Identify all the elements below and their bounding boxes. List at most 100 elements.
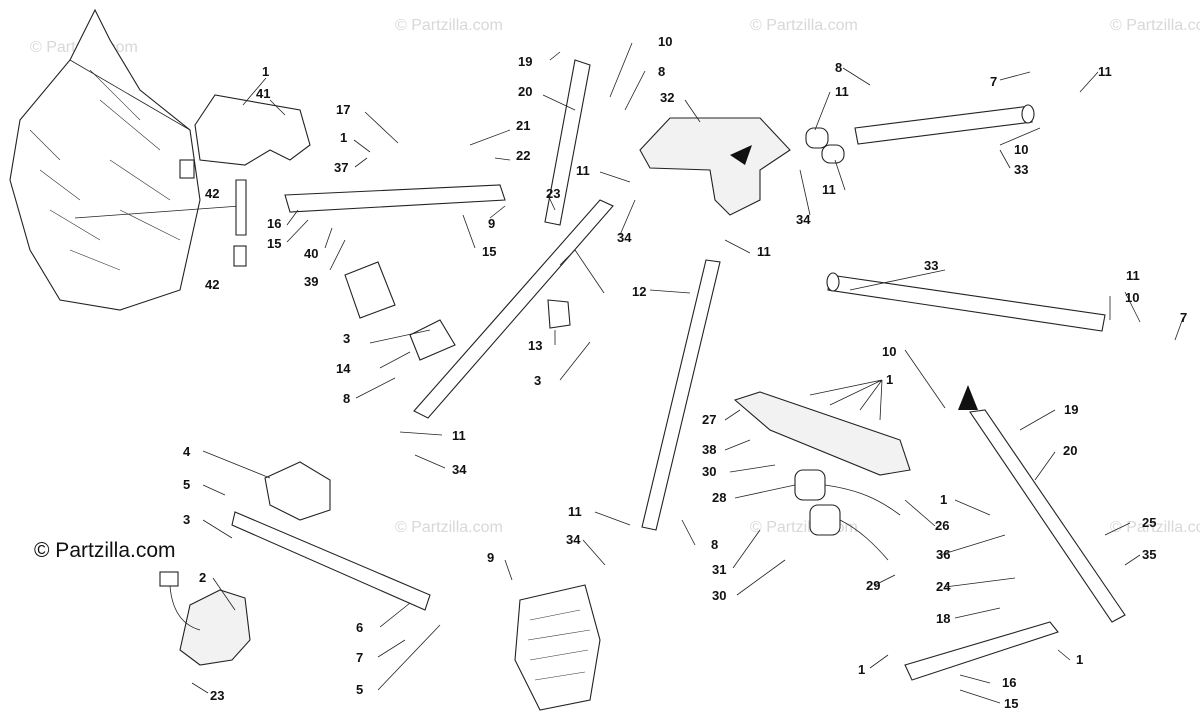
callout-23: 23 (546, 186, 560, 201)
watermark-text: © Partzilla.com (1110, 17, 1200, 34)
callout-4: 4 (183, 444, 191, 459)
bushing (805, 127, 829, 149)
callout-2: 2 (199, 570, 206, 585)
callout-10: 10 (1125, 290, 1139, 305)
mounting-clip (409, 319, 456, 361)
callout-28: 28 (712, 490, 726, 505)
callout-18: 18 (936, 611, 950, 626)
callout-42: 42 (205, 277, 219, 292)
callout-33: 33 (1014, 162, 1028, 177)
callout-1: 1 (886, 372, 893, 387)
callout-20: 20 (518, 84, 532, 99)
callout-19: 19 (1064, 402, 1078, 417)
bracket-42 (179, 159, 195, 179)
clamp-13 (547, 299, 571, 329)
parts-artwork (9, 8, 1126, 711)
lower-bracket-right (904, 621, 1059, 681)
support-arm (231, 511, 431, 611)
callout-10: 10 (658, 34, 672, 49)
callout-16: 16 (1002, 675, 1016, 690)
callout-7: 7 (990, 74, 997, 89)
callout-10: 10 (1014, 142, 1028, 157)
callout-1: 1 (340, 130, 347, 145)
watermark-text: © Partzilla.com (395, 519, 503, 536)
callout-8: 8 (658, 64, 665, 79)
callout-16: 16 (267, 216, 281, 231)
callout-11: 11 (757, 244, 771, 259)
callout-10: 10 (882, 344, 896, 359)
callout-7: 7 (356, 650, 363, 665)
callout-11: 11 (576, 163, 590, 178)
power-steering-motor (179, 589, 251, 666)
callout-5: 5 (183, 477, 190, 492)
coil-unit (794, 469, 826, 501)
callout-12: 12 (632, 284, 646, 299)
callout-25: 25 (1142, 515, 1156, 530)
upright-right (969, 409, 1126, 623)
callout-31: 31 (712, 562, 726, 577)
callout-13: 13 (528, 338, 542, 353)
callout-19: 19 (518, 54, 532, 69)
heat-shield (194, 94, 311, 166)
callout-20: 20 (1063, 443, 1077, 458)
callout-23: 23 (210, 688, 224, 703)
tie-rod-lower (827, 274, 1106, 332)
callout-1: 1 (1076, 652, 1083, 667)
callout-34: 34 (796, 212, 811, 227)
callout-15: 15 (267, 236, 281, 251)
callout-21: 21 (516, 118, 530, 133)
coil-unit-2 (809, 504, 841, 536)
callout-15: 15 (482, 244, 496, 259)
steering-housing (639, 117, 791, 216)
steering-tube-left (413, 199, 614, 419)
callout-11: 11 (568, 504, 582, 519)
callout-27: 27 (702, 412, 716, 427)
callout-42: 42 (205, 186, 219, 201)
leader-lines (191, 42, 1184, 704)
callout-30: 30 (702, 464, 716, 479)
arrow-marker-right (958, 385, 978, 410)
callout-3: 3 (343, 331, 350, 346)
callout-5: 5 (356, 682, 363, 697)
body-panel (9, 8, 201, 311)
callout-11: 11 (835, 84, 849, 99)
frame-section (514, 584, 601, 711)
callout-30: 30 (712, 588, 726, 603)
steering-tube-right (641, 259, 721, 531)
watermark-text: © Partzilla.com (750, 17, 858, 34)
callout-7: 7 (1180, 310, 1187, 325)
callout-34: 34 (452, 462, 467, 477)
callout-3: 3 (534, 373, 541, 388)
callout-6: 6 (356, 620, 363, 635)
callout-38: 38 (702, 442, 716, 457)
callout-11: 11 (452, 428, 466, 443)
callout-35: 35 (1142, 547, 1156, 562)
bracket-42b (233, 245, 247, 267)
callout-11: 11 (1126, 268, 1140, 283)
callout-37: 37 (334, 160, 348, 175)
callout-26: 26 (935, 518, 949, 533)
callout-40: 40 (304, 246, 318, 261)
callout-8: 8 (835, 60, 842, 75)
relay-pack (344, 261, 396, 319)
callout-11: 11 (822, 182, 836, 197)
watermark-text: © Partzilla.com (750, 519, 858, 536)
callout-3: 3 (183, 512, 190, 527)
harness-bracket (733, 391, 911, 476)
callout-9: 9 (488, 216, 495, 231)
callout-39: 39 (304, 274, 318, 289)
callout-36: 36 (936, 547, 950, 562)
tie-rod-upper (854, 105, 1033, 145)
callout-8: 8 (711, 537, 718, 552)
callout-8: 8 (343, 391, 350, 406)
callout-1: 1 (858, 662, 865, 677)
callout-labels: 1 41 17 1 37 42 16 15 40 39 42 15 9 21 2… (183, 34, 1187, 711)
steering-bracket (264, 461, 331, 521)
callout-34: 34 (566, 532, 581, 547)
callout-11: 11 (1098, 64, 1112, 79)
watermark-text: © Partzilla.com (395, 17, 503, 34)
copyright-notice: © Partzilla.com (34, 539, 176, 562)
callout-24: 24 (936, 579, 951, 594)
